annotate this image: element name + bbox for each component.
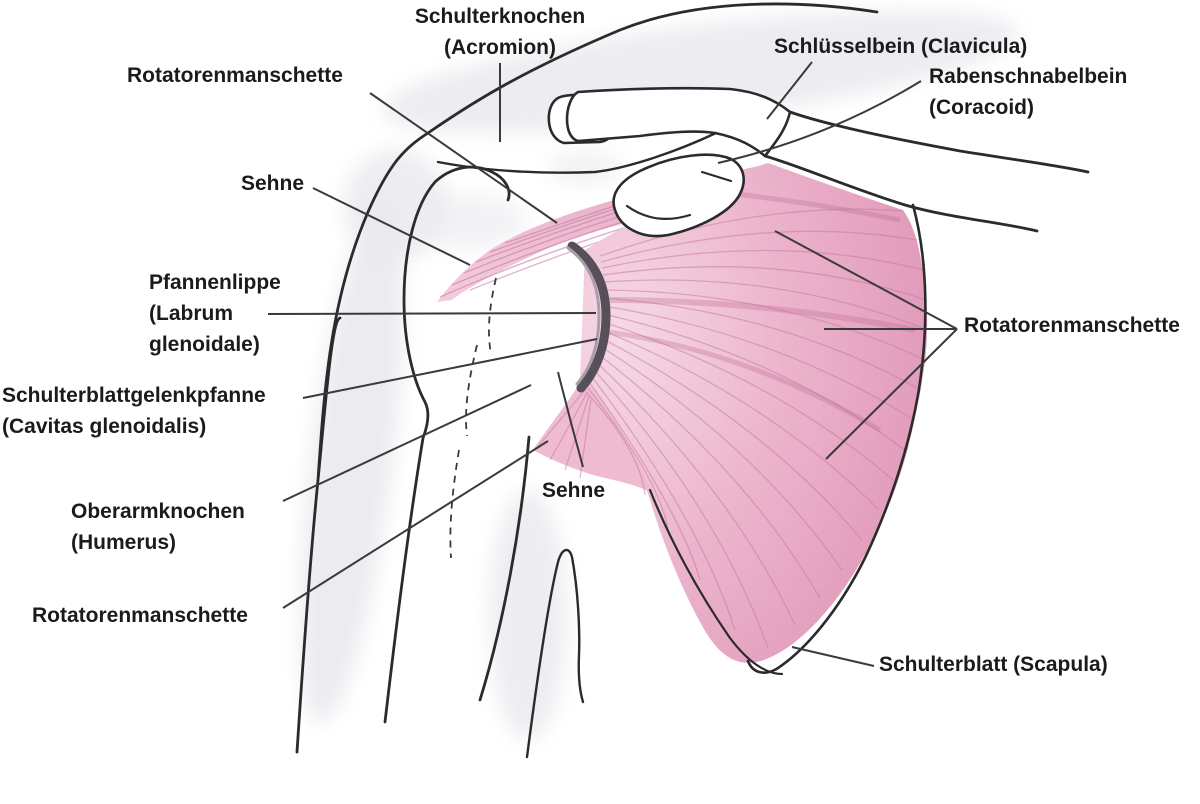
body-outlines — [295, 2, 1090, 759]
leader-oberarmknochen — [282, 384, 532, 502]
biceps-tendon-groove — [525, 548, 585, 759]
rotator-cuff-muscle-fan — [533, 163, 928, 663]
label-schluesselbein-clavicula: Schlüsselbein (Clavicula) — [774, 35, 1028, 58]
humerus-shaft-right-edge — [478, 435, 531, 702]
leader-rotatorenmanschette-unten — [282, 440, 549, 609]
deltoid-outline — [788, 110, 1090, 174]
leader-sehne-mitte — [557, 371, 584, 468]
leader-rabenschnabelbein — [717, 80, 922, 164]
axilla-outline — [763, 154, 1039, 233]
body-shading — [300, 11, 1018, 740]
subscapularis-flap — [533, 378, 652, 494]
leader-pfannenlippe — [267, 312, 597, 315]
label-sehne-left: Sehne — [241, 172, 305, 195]
label-schulterblatt-scapula: Schulterblatt (Scapula) — [879, 653, 1108, 676]
leader-schluesselbein — [766, 61, 813, 120]
clavicle-bone — [565, 86, 792, 158]
humerus-outline — [383, 165, 511, 724]
shoulder-outer-outline — [295, 2, 879, 754]
bones — [547, 86, 792, 238]
leader-rotatorenmanschette-rechts-3 — [825, 328, 958, 460]
label-pfannenlippe-labrum: Pfannenlippe (Labrum glenoidale) — [149, 271, 281, 356]
label-rotatorenmanschette-bottom: Rotatorenmanschette — [32, 604, 248, 627]
leader-lines — [267, 61, 958, 667]
label-oberarmknochen-humerus: Oberarmknochen (Humerus) — [71, 500, 245, 554]
leader-rotatorenmanschette-rechts-1 — [774, 230, 958, 330]
label-sehne-center: Sehne — [542, 479, 606, 502]
coracoid-inner-curve — [625, 204, 692, 220]
leader-sehne-links — [312, 187, 471, 266]
leader-schulterblatt — [791, 646, 875, 667]
humerus-dashed-lines — [449, 277, 497, 559]
label-rotatorenmanschette-right: Rotatorenmanschette — [964, 314, 1180, 337]
muscle-lower-contour — [648, 488, 784, 676]
label-rabenschnabelbein-coracoid: Rabenschnabelbein (Coracoid) — [929, 65, 1128, 119]
label-schulterknochen-acromion: Schulterknochen (Acromion) — [414, 5, 586, 59]
label-schulterblattgelenkpfanne: Schulterblattgelenkpfanne (Cavitas gleno… — [2, 384, 266, 438]
labrum-arc — [566, 241, 611, 393]
leader-rotatorenmanschette-top — [369, 92, 558, 224]
coracoid-inner-tick — [700, 170, 733, 183]
leader-gelenkpfanne — [302, 338, 598, 399]
scapula-outline — [746, 203, 927, 674]
label-rotatorenmanschette-top: Rotatorenmanschette — [127, 64, 343, 87]
